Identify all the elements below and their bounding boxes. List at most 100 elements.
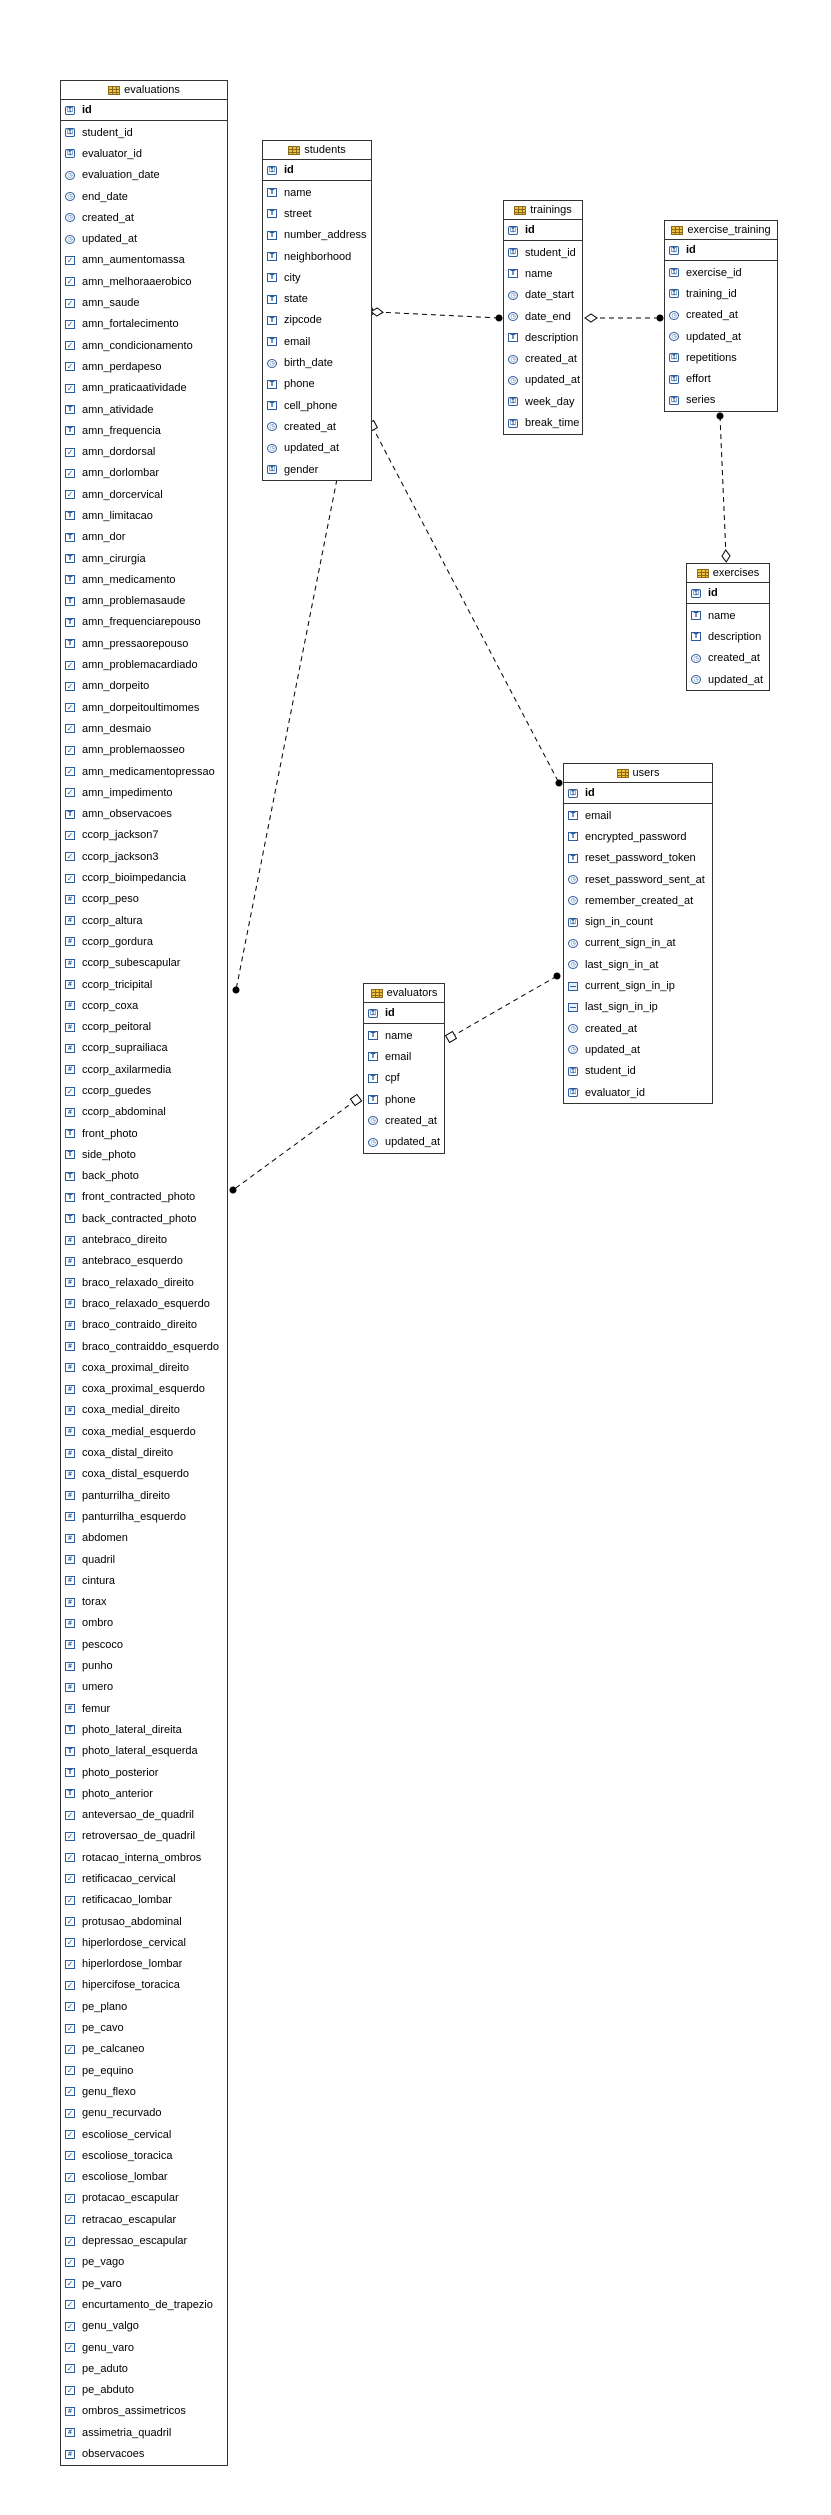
edge-students-trainings[interactable] [376,311,500,319]
edge-evaluators-evaluations[interactable] [232,1099,357,1191]
field-row[interactable]: #torax [61,1591,227,1612]
field-row[interactable]: ⚿series [665,390,777,411]
field-row[interactable]: ✓escoliose_toracica [61,2145,227,2166]
field-row[interactable]: #ccorp_peitoral [61,1016,227,1037]
edge-students-users[interactable] [371,425,560,784]
edge-evaluators-users[interactable] [450,975,558,1038]
field-row[interactable]: ✓pe_plano [61,1996,227,2017]
field-row[interactable]: ✓retracao_escapular [61,2209,227,2230]
field-row[interactable]: ◷reset_password_sent_at [564,869,712,890]
field-row[interactable]: ⚿student_id [61,122,227,143]
field-row[interactable]: #abdomen [61,1528,227,1549]
field-row[interactable]: ✓escoliose_lombar [61,2167,227,2188]
field-row[interactable]: ◷current_sign_in_at [564,933,712,954]
field-row[interactable]: ✓pe_cavo [61,2017,227,2038]
field-row[interactable]: ◷updated_at [61,228,227,249]
field-row[interactable]: ◷updated_at [687,669,769,690]
field-row[interactable]: ⚿exercise_id [665,262,777,283]
field-row[interactable]: ✓retificacao_lombar [61,1890,227,1911]
field-row[interactable]: ✓pe_abduto [61,2379,227,2400]
field-row[interactable]: ◷evaluation_date [61,165,227,186]
field-row[interactable]: ✓amn_dordorsal [61,441,227,462]
field-row[interactable]: ◷created_at [61,207,227,228]
field-row[interactable]: ◷date_start [504,285,582,306]
field-row[interactable]: ✓amn_dorlombar [61,463,227,484]
field-row[interactable]: #ccorp_abdominal [61,1102,227,1123]
field-row[interactable]: ✓protusao_abdominal [61,1911,227,1932]
field-row[interactable]: ◷updated_at [504,370,582,391]
field-row[interactable]: ✓depressao_escapular [61,2230,227,2251]
table-header[interactable]: evaluations [61,81,227,100]
field-row[interactable]: #antebraco_esquerdo [61,1251,227,1272]
primary-key-row[interactable]: ⚿id [504,220,582,241]
field-row[interactable]: ⚿student_id [564,1061,712,1082]
primary-key-row[interactable]: ⚿id [687,583,769,604]
field-row[interactable]: ✓amn_aumentomassa [61,250,227,271]
field-row[interactable]: #ombros_assimetricos [61,2401,227,2422]
field-row[interactable]: ✓amn_problemacardiado [61,654,227,675]
field-row[interactable]: ✓pe_equino [61,2060,227,2081]
field-row[interactable]: ✓encurtamento_de_trapezio [61,2294,227,2315]
field-row[interactable]: ✓pe_calcaneo [61,2039,227,2060]
field-row[interactable]: ✓protacao_escapular [61,2188,227,2209]
table-evaluations[interactable]: evaluations⚿id⚿student_id⚿evaluator_id◷e… [60,80,228,2466]
field-row[interactable]: #ccorp_coxa [61,995,227,1016]
field-row[interactable]: ✓pe_vago [61,2252,227,2273]
field-row[interactable]: current_sign_in_ip [564,975,712,996]
field-row[interactable]: ◷created_at [504,348,582,369]
field-row[interactable]: ✓amn_dorcervical [61,484,227,505]
field-row[interactable]: #panturrilha_direito [61,1485,227,1506]
field-row[interactable]: ✓amn_medicamentopressao [61,761,227,782]
field-row[interactable]: ◷updated_at [364,1131,444,1152]
field-row[interactable]: #observacoes [61,2443,227,2464]
table-header[interactable]: exercise_training [665,221,777,240]
field-row[interactable]: #panturrilha_esquerdo [61,1506,227,1527]
field-row[interactable]: #antebraco_direito [61,1229,227,1250]
field-row[interactable]: ✓amn_dorpeitoultimomes [61,697,227,718]
field-row[interactable]: #cintura [61,1570,227,1591]
field-row[interactable]: #braco_contraiddo_esquerdo [61,1336,227,1357]
field-row[interactable]: ✓ccorp_bioimpedancia [61,867,227,888]
field-row[interactable]: ◷remember_created_at [564,890,712,911]
field-row[interactable]: ◷created_at [564,1018,712,1039]
field-row[interactable]: ⚿student_id [504,242,582,263]
field-row[interactable]: ✓amn_melhoraaerobico [61,271,227,292]
field-row[interactable]: ◷updated_at [263,438,371,459]
field-row[interactable]: #braco_relaxado_direito [61,1272,227,1293]
field-row[interactable]: ◷created_at [665,305,777,326]
field-row[interactable]: ✓amn_desmaio [61,718,227,739]
field-row[interactable]: #ccorp_peso [61,889,227,910]
table-header[interactable]: evaluators [364,984,444,1003]
field-row[interactable]: last_sign_in_ip [564,997,712,1018]
field-row[interactable]: #coxa_proximal_esquerdo [61,1379,227,1400]
field-row[interactable]: ✓amn_fortalecimento [61,314,227,335]
